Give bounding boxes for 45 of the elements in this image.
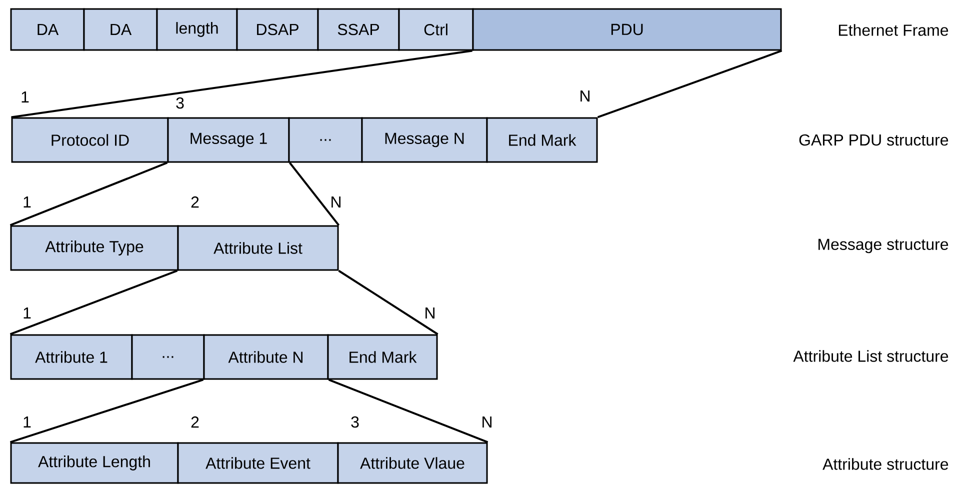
field-cell: length bbox=[156, 8, 238, 51]
field-cell: SSAP bbox=[317, 8, 400, 51]
field-cell: Attribute 1 bbox=[10, 334, 133, 380]
row-caption: Message structure bbox=[818, 238, 948, 254]
field-cell: Attribute Event bbox=[177, 442, 339, 484]
field-cell: DA bbox=[83, 8, 158, 51]
position-number: N bbox=[580, 90, 590, 102]
position-number: 2 bbox=[191, 196, 199, 208]
row-caption: GARP PDU structure bbox=[799, 134, 948, 146]
row-caption: Ethernet Frame bbox=[838, 24, 948, 36]
position-number: 1 bbox=[24, 307, 31, 318]
row-caption: Attribute List structure bbox=[793, 350, 948, 362]
field-cell: Attribute Length bbox=[10, 442, 179, 484]
field-cell: ... bbox=[288, 117, 363, 163]
field-cell: Attribute N bbox=[203, 334, 329, 380]
field-cell: PDU bbox=[472, 8, 782, 51]
expansion-line bbox=[10, 270, 178, 336]
field-cell: Attribute Type bbox=[10, 225, 179, 271]
expansion-line bbox=[597, 50, 782, 118]
field-cell: End Mark bbox=[486, 117, 598, 163]
position-number: 3 bbox=[351, 416, 359, 428]
expansion-line bbox=[288, 162, 340, 226]
position-number: 3 bbox=[176, 97, 184, 109]
expansion-line bbox=[10, 162, 168, 226]
row-caption: Attribute structure bbox=[822, 458, 948, 470]
field-cell: Ctrl bbox=[398, 8, 474, 51]
field-cell: Message N bbox=[361, 117, 488, 163]
field-cell: Attribute List bbox=[177, 225, 339, 271]
position-number: 1 bbox=[24, 416, 31, 428]
position-number: N bbox=[426, 307, 434, 318]
position-number: 1 bbox=[22, 91, 29, 102]
position-number: N bbox=[332, 196, 340, 208]
expansion-line bbox=[338, 270, 438, 336]
field-cell: End Mark bbox=[327, 334, 438, 380]
field-cell: ... bbox=[131, 334, 205, 380]
position-number: N bbox=[482, 416, 492, 428]
field-cell: DA bbox=[10, 8, 85, 51]
position-number: 2 bbox=[191, 416, 199, 428]
field-cell: Attribute Vlaue bbox=[337, 442, 488, 484]
field-cell: Message 1 bbox=[167, 117, 290, 163]
field-cell: DSAP bbox=[236, 8, 319, 51]
position-number: 1 bbox=[24, 196, 31, 208]
expansion-line bbox=[328, 378, 488, 444]
field-cell: Protocol ID bbox=[11, 117, 169, 163]
expansion-line bbox=[10, 378, 204, 444]
